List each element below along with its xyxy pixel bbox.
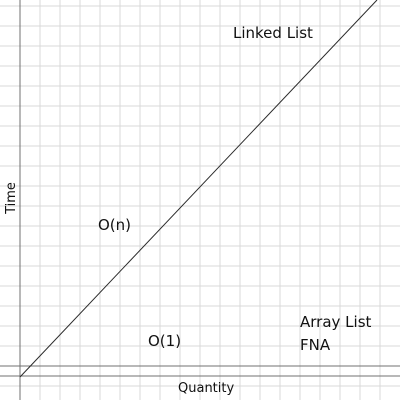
fna-label: FNA bbox=[300, 336, 331, 354]
o-1-label: O(1) bbox=[148, 332, 182, 350]
y-axis-label: Time bbox=[4, 182, 19, 214]
linear-growth-line bbox=[19, 0, 378, 378]
o-n-label: O(n) bbox=[98, 216, 132, 234]
linked-list-label: Linked List bbox=[233, 24, 313, 42]
x-axis-label: Quantity bbox=[178, 381, 235, 396]
array-list-label: Array List bbox=[300, 313, 372, 331]
